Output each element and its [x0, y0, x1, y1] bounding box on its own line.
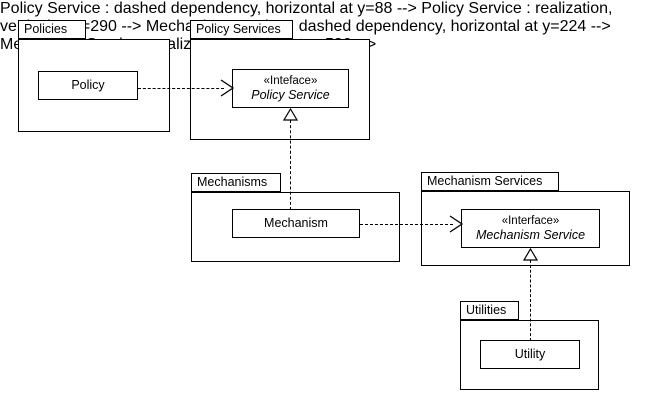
package-label-mechanism-services: Mechanism Services — [427, 174, 543, 188]
class-box-utility[interactable]: Utility — [480, 340, 580, 369]
stereotype-label-mechanism-service: «Interface» — [501, 215, 560, 227]
interface-box-mechanism-service[interactable]: «Interface» Mechanism Service — [461, 209, 600, 248]
stereotype-label-policy-service: «Inteface» — [263, 75, 318, 87]
dependency-mechanism-to-mechanism-service-line — [360, 224, 453, 225]
interface-name-mechanism-service: Mechanism Service — [475, 228, 586, 242]
dependency-policy-to-policy-service-line — [138, 88, 224, 89]
class-name-utility: Utility — [514, 347, 546, 361]
package-label-mechanisms: Mechanisms — [197, 175, 268, 189]
realization-utility-to-mechanism-service-triangle — [523, 248, 538, 261]
realization-utility-to-mechanism-service-line — [530, 260, 531, 341]
dependency-mechanism-to-mechanism-service-arrowhead — [449, 215, 464, 233]
package-tab-mechanism-services: Mechanism Services — [421, 172, 559, 191]
class-name-policy: Policy — [71, 78, 105, 92]
class-box-policy[interactable]: Policy — [38, 71, 138, 100]
realization-mechanism-to-policy-service-line — [290, 120, 291, 210]
package-tab-utilities: Utilities — [460, 301, 519, 320]
realization-mechanism-to-policy-service-triangle — [283, 108, 298, 121]
class-name-mechanism: Mechanism — [264, 216, 328, 230]
interface-name-policy-service: Policy Service — [251, 88, 330, 102]
package-label-policies: Policies — [24, 22, 68, 36]
dependency-policy-to-policy-service-arrowhead — [220, 79, 235, 97]
interface-box-policy-service[interactable]: «Inteface» Policy Service — [232, 69, 349, 108]
class-box-mechanism[interactable]: Mechanism — [232, 209, 360, 238]
package-label-utilities: Utilities — [466, 303, 507, 317]
package-tab-policy-services: Policy Services — [190, 20, 293, 39]
package-label-policy-services: Policy Services — [196, 22, 281, 36]
package-tab-policies: Policies — [18, 20, 86, 39]
package-tab-mechanisms: Mechanisms — [191, 173, 281, 192]
